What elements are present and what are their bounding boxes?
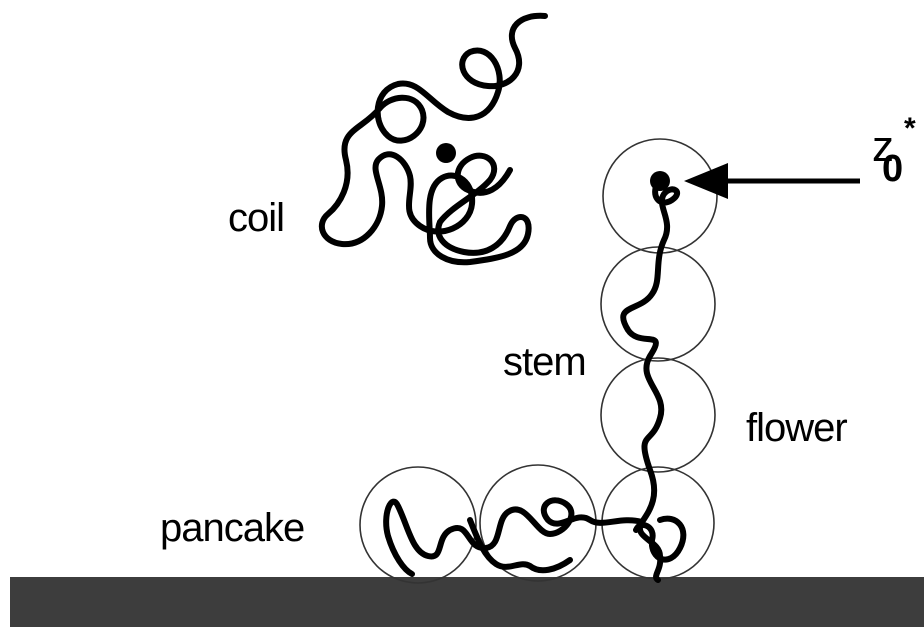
coil-end-bead (436, 143, 456, 163)
flower-label: flower (746, 406, 847, 451)
coil-chain (322, 16, 545, 262)
pancake-label: pancake (160, 506, 304, 551)
pancake-blob-left (360, 467, 476, 583)
z0-marker-superscript: * (904, 112, 915, 146)
flower-free-end-bead (650, 171, 670, 191)
grafting-surface (10, 577, 924, 627)
stem-label: stem (503, 340, 586, 385)
z0-marker-subscript: 0 (882, 148, 902, 191)
coil-label: coil (228, 196, 284, 241)
